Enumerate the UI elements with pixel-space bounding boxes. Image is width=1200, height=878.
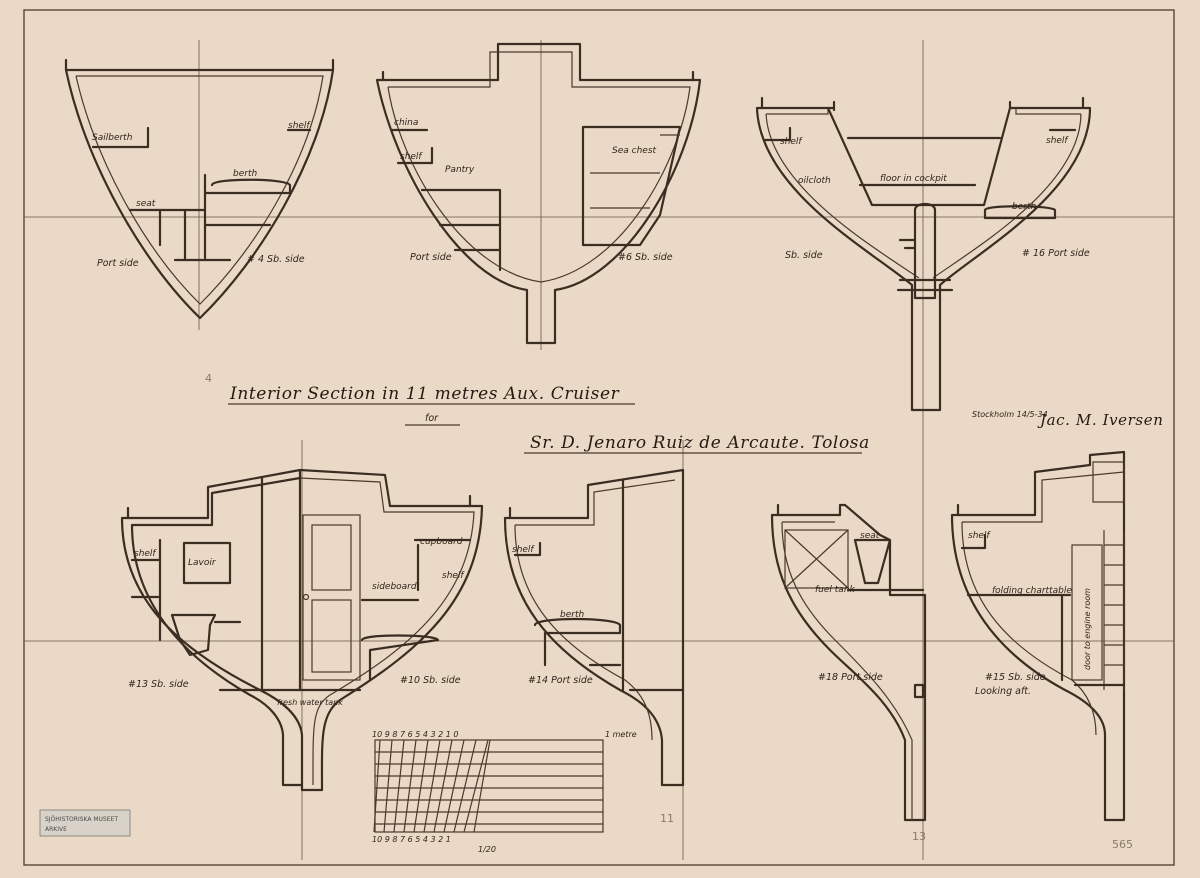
s15-label-shelf: shelf	[968, 531, 991, 541]
s16-label-berth: berth	[1012, 202, 1036, 212]
s6-label-seachest: Sea chest	[612, 146, 657, 156]
section-6	[375, 42, 702, 345]
s18-label-fueltank: fuel tank	[815, 585, 856, 595]
scale-top-right: 1 metre	[605, 730, 637, 739]
pencil-mark-13: 13	[912, 830, 926, 843]
s10-label-sideboard: sideboard	[372, 582, 417, 592]
scale-bar	[373, 739, 604, 833]
s16-side-right: # 16 Port side	[1022, 248, 1090, 259]
section-16	[755, 96, 1092, 412]
s13-side: #13 Sb. side	[128, 679, 189, 690]
s16-side-left: Sb. side	[785, 250, 823, 261]
s10-label-cupboard: cupboard	[420, 537, 463, 547]
section-14	[503, 468, 685, 787]
stamp-line-1: SJÖHISTORISKA MUSEET	[45, 816, 118, 823]
sheet-border	[23, 9, 1175, 866]
s14-side: #14 Port side	[528, 675, 593, 686]
s15-label-charttable: folding charttable	[992, 586, 1072, 596]
pencil-mark-11: 11	[660, 812, 674, 825]
s6-side-right: #6 Sb. side	[618, 252, 673, 263]
section-18	[770, 503, 927, 822]
signature: Jac. M. Iversen	[1037, 411, 1163, 429]
section-4	[64, 58, 335, 320]
stamp-line-2: ARKIVE	[45, 826, 67, 833]
s13-label-lavoir: Lavoir	[188, 558, 217, 568]
s10-side: #10 Sb. side	[400, 675, 461, 686]
s4-side-left: Port side	[97, 258, 139, 269]
s16-label-oilcloth: oilcloth	[798, 176, 831, 186]
s18-label-seat: seat	[860, 531, 880, 541]
s14-label-berth: berth	[560, 610, 584, 620]
section-13-10	[120, 468, 484, 792]
s13-label-shelf: shelf	[134, 549, 157, 559]
s16-label-floor: floor in cockpit	[880, 174, 947, 184]
title-block: Interior Section in 11 metres Aux. Cruis…	[228, 384, 1163, 454]
archive-stamp: SJÖHISTORISKA MUSEET ARKIVE	[39, 809, 131, 837]
title-line-3: Sr. D. Jenaro Ruiz de Arcaute. Tolosa	[530, 433, 870, 453]
s10-label-freshwater: fresh water tank	[277, 698, 343, 707]
s14-label-shelf: shelf	[512, 545, 535, 555]
s15-side: #15 Sb. side	[985, 672, 1046, 683]
pencil-mark-4: 4	[205, 372, 212, 385]
place-date: Stockholm 14/5-34	[972, 410, 1048, 419]
s15-label-door: door to engine room	[1083, 588, 1092, 670]
scale-ratio: 1/20	[478, 845, 496, 854]
s10-label-shelf: shelf	[442, 571, 465, 581]
pencil-mark-565: 565	[1112, 838, 1133, 851]
s4-side-right: # 4 Sb. side	[247, 254, 305, 265]
s18-side: #18 Port side	[818, 672, 883, 683]
s15-side-2: Looking aft.	[975, 686, 1031, 697]
s6-label-shelf: shelf	[400, 152, 423, 162]
section-15	[950, 450, 1126, 822]
s4-label-berth: berth	[233, 169, 257, 179]
s6-label-china: china	[394, 118, 418, 128]
title-line-2: for	[425, 413, 439, 424]
s4-label-sailberth: Sailberth	[92, 133, 133, 143]
s6-label-pantry: Pantry	[445, 165, 475, 175]
scale-top-numbers: 10 9 8 7 6 5 4 3 2 1 0	[372, 730, 459, 739]
s4-label-seat: seat	[136, 199, 156, 209]
s6-side-left: Port side	[410, 252, 452, 263]
scale-bottom-numbers: 10 9 8 7 6 5 4 3 2 1	[372, 835, 451, 844]
s16-label-shelf-right: shelf	[1046, 136, 1069, 146]
s4-label-shelf: shelf	[288, 121, 311, 131]
s16-label-shelf-left: shelf	[780, 137, 803, 147]
title-line-1: Interior Section in 11 metres Aux. Cruis…	[229, 384, 620, 404]
